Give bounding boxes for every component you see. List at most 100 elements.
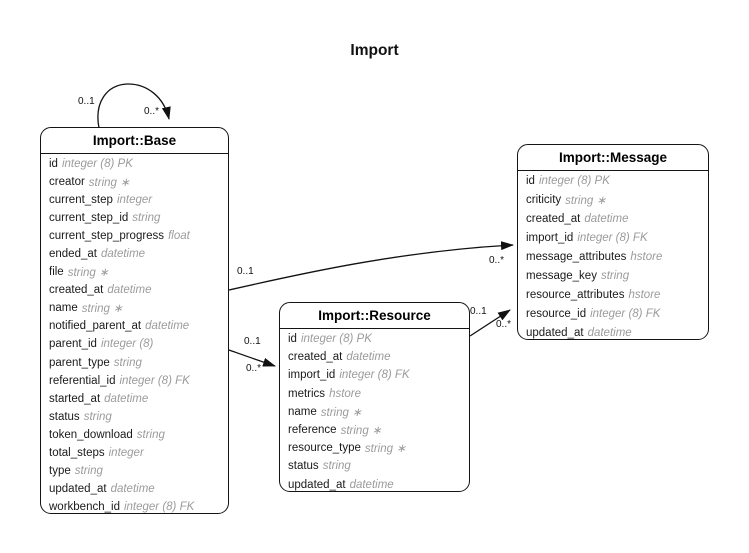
- field-name: import_id: [526, 232, 574, 245]
- field-type: datetime: [104, 392, 149, 405]
- field-type: float: [168, 230, 190, 243]
- field-row: file string ∗: [41, 263, 228, 281]
- field-type: string ∗: [88, 177, 130, 190]
- field-type: integer (8) PK: [538, 175, 610, 188]
- field-name: workbench_id: [49, 500, 120, 513]
- field-name: current_step: [49, 194, 113, 207]
- field-row: notified_parent_at datetime: [41, 317, 228, 335]
- field-row: name string ∗: [41, 299, 228, 317]
- field-name: updated_at: [288, 478, 346, 491]
- field-type: integer (8): [100, 338, 154, 351]
- field-type: hstore: [630, 251, 663, 263]
- self-loop-target-cardinality: 0..*: [144, 106, 160, 117]
- field-type: integer (8) PK: [300, 333, 372, 346]
- field-name: parent_type: [49, 356, 110, 369]
- field-type: string: [74, 464, 103, 477]
- entity-import-base-fields: id integer (8) PK creator string ∗ curre…: [41, 154, 228, 516]
- field-row: message_key string: [518, 266, 708, 285]
- field-name: resource_attributes: [526, 288, 625, 301]
- entity-import-resource-fields: id integer (8) PK created_at datetime im…: [280, 329, 469, 494]
- diagram-title: Import: [350, 42, 399, 59]
- field-type: string: [600, 269, 630, 282]
- field-name: started_at: [49, 392, 101, 405]
- field-name: created_at: [288, 351, 343, 364]
- field-type: string: [322, 460, 351, 473]
- field-type: hstore: [628, 288, 661, 301]
- field-row: parent_type string: [41, 354, 228, 372]
- field-type: string ∗: [340, 425, 382, 438]
- field-type: integer: [108, 446, 144, 459]
- field-type: datetime: [346, 351, 391, 364]
- field-row: id integer (8) PK: [518, 172, 708, 191]
- field-row: import_id integer (8) FK: [280, 366, 469, 384]
- field-name: criticity: [526, 194, 562, 207]
- base-to-message-edge: [228, 241, 514, 291]
- field-row: import_id integer (8) FK: [518, 229, 708, 248]
- field-type: datetime: [587, 326, 632, 339]
- resource-to-message-source-cardinality: 0..1: [470, 306, 487, 317]
- field-name: name: [288, 405, 317, 418]
- field-name: current_step_progress: [49, 230, 165, 243]
- field-type: datetime: [584, 213, 629, 226]
- field-type: integer (8) FK: [119, 374, 190, 387]
- resource-to-message-target-cardinality: 0..*: [496, 319, 512, 330]
- field-type: integer (8) FK: [123, 500, 195, 513]
- field-type: string: [113, 356, 142, 369]
- field-name: import_id: [288, 369, 336, 382]
- field-name: created_at: [49, 284, 104, 297]
- field-row: created_at datetime: [41, 281, 228, 299]
- field-type: datetime: [349, 478, 394, 491]
- field-type: integer: [116, 194, 153, 207]
- field-row: type string: [41, 462, 228, 480]
- entity-import-base-title: Import::Base: [41, 128, 228, 154]
- field-row: total_steps integer: [41, 444, 228, 462]
- field-row: resource_attributes hstore: [518, 285, 708, 304]
- field-row: created_at datetime: [518, 210, 708, 229]
- field-name: message_key: [526, 269, 597, 282]
- field-name: referential_id: [49, 374, 116, 387]
- field-name: resource_type: [288, 442, 361, 455]
- entity-import-resource-title: Import::Resource: [280, 303, 469, 329]
- field-row: id integer (8) PK: [41, 155, 228, 173]
- field-name: updated_at: [49, 482, 107, 495]
- field-name: metrics: [288, 387, 326, 400]
- field-row: message_attributes hstore: [518, 248, 708, 267]
- base-to-message-source-cardinality: 0..1: [237, 266, 254, 277]
- field-row: updated_at datetime: [518, 323, 708, 342]
- field-row: current_step integer: [41, 191, 228, 209]
- field-type: datetime: [145, 320, 190, 333]
- field-type: integer (8) FK: [339, 369, 410, 382]
- field-name: creator: [49, 176, 85, 189]
- field-row: ended_at datetime: [41, 245, 228, 263]
- base-to-message-target-cardinality: 0..*: [489, 255, 505, 266]
- field-type: string ∗: [565, 195, 607, 208]
- base-to-resource-target-cardinality: 0..*: [246, 363, 262, 374]
- field-name: name: [49, 302, 78, 315]
- field-row: name string ∗: [280, 403, 469, 421]
- field-row: workbench_id integer (8) FK: [41, 498, 228, 516]
- field-type: string: [132, 212, 161, 225]
- field-row: current_step_id string: [41, 209, 228, 227]
- field-type: integer (8) FK: [577, 232, 648, 245]
- field-name: updated_at: [526, 326, 584, 339]
- field-row: creator string ∗: [41, 173, 228, 191]
- field-type: string ∗: [364, 443, 406, 456]
- field-name: token_download: [49, 428, 133, 441]
- field-name: status: [49, 410, 80, 423]
- field-name: id: [526, 175, 535, 188]
- field-name: file: [49, 266, 64, 279]
- field-row: current_step_progress float: [41, 227, 228, 245]
- field-row: referential_id integer (8) FK: [41, 372, 228, 390]
- field-row: resource_id integer (8) FK: [518, 304, 708, 323]
- base-to-resource-source-cardinality: 0..1: [244, 336, 261, 347]
- entity-import-message-fields: id integer (8) PK criticity string ∗ cre…: [518, 171, 708, 342]
- field-row: reference string ∗: [280, 421, 469, 439]
- field-type: integer (8) FK: [590, 307, 661, 320]
- field-row: token_download string: [41, 426, 228, 444]
- field-type: datetime: [110, 482, 155, 495]
- entity-import-message-title: Import::Message: [518, 145, 708, 171]
- field-name: notified_parent_at: [49, 320, 142, 333]
- field-name: id: [288, 333, 297, 346]
- field-type: string: [83, 410, 112, 423]
